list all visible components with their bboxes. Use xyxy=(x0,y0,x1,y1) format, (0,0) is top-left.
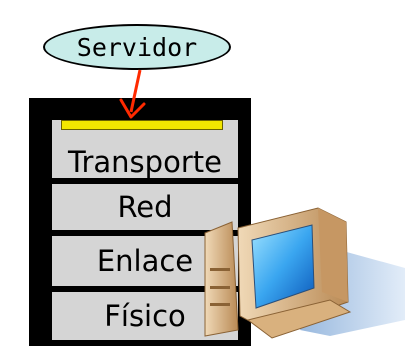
server-label: Servidor xyxy=(76,32,198,62)
layer-enlace-label: Enlace xyxy=(96,244,194,278)
layer-red: Red xyxy=(52,184,238,230)
layer-transporte-label: Transporte xyxy=(68,145,222,179)
layer-red-label: Red xyxy=(117,190,173,224)
socket-bar xyxy=(61,120,223,130)
layer-fisico-label: Físico xyxy=(104,299,186,333)
server-bubble: Servidor xyxy=(43,24,231,70)
